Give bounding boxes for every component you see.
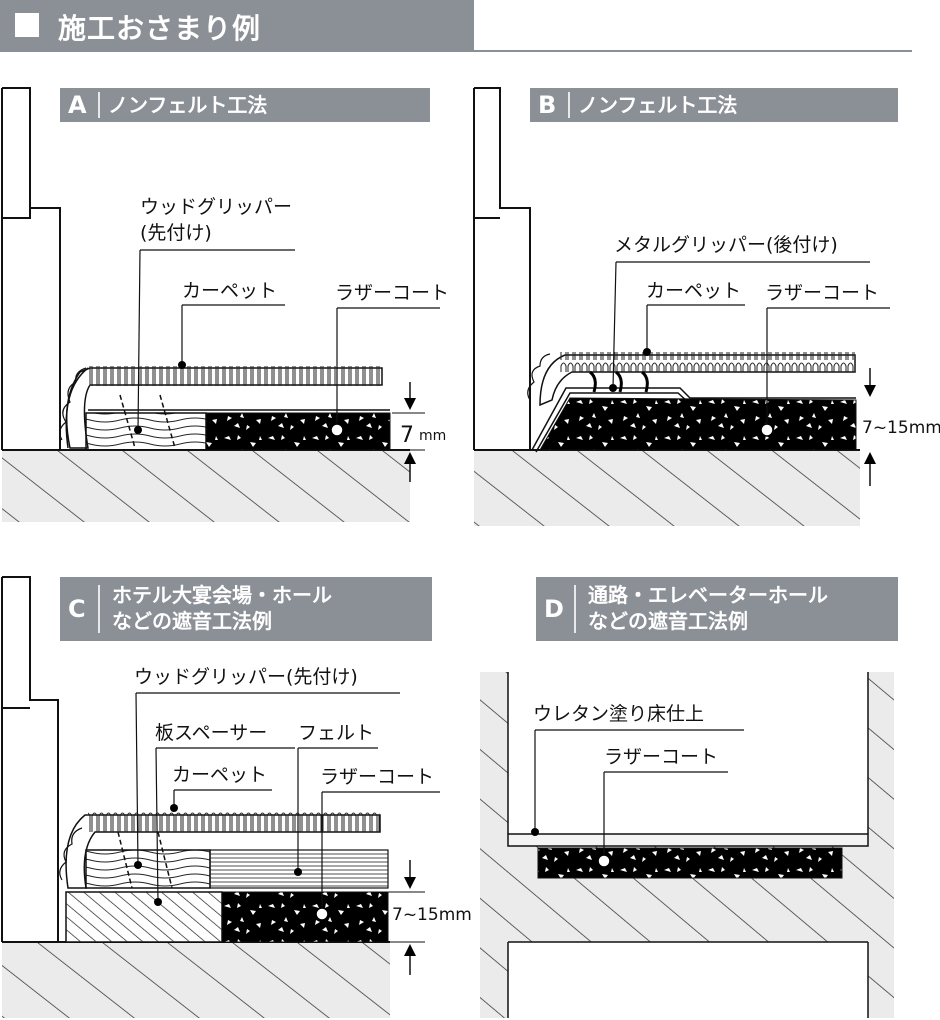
panel-a-wood-gripper-label: ウッドグリッパー	[140, 196, 293, 218]
panel-b-metal-gripper-label: メタルグリッパー(後付け)	[614, 234, 838, 256]
panel-c-carpet-label: カーペット	[172, 764, 268, 786]
panel-a-latex-label: ラザーコート	[335, 282, 450, 304]
panel-a-letter: A	[68, 91, 87, 119]
panel-b-dimension: 7~15mm	[862, 418, 940, 438]
panel-a-carpet-label: カーペット	[182, 280, 278, 302]
panel-c-latex-label: ラザーコート	[320, 766, 435, 788]
panel-b-header: B ノンフェルト工法	[530, 88, 898, 122]
panel-a-wood-gripper-sub-label: (先付け)	[140, 222, 212, 244]
panel-c-drawing	[1, 576, 440, 1018]
panel-b-drawing	[473, 87, 890, 526]
panel-c-separator	[98, 585, 100, 633]
panel-c-spacer-label: 板スペーサー	[155, 722, 268, 744]
panel-b-letter: B	[538, 91, 557, 119]
panel-c-wood-gripper-label: ウッドグリッパー(先付け)	[134, 666, 358, 688]
page-title: 施工おさまり例	[58, 12, 262, 45]
panel-c-letter: C	[68, 595, 86, 623]
panel-d-header: D 通路・エレベーターホール などの遮音工法例	[536, 577, 898, 641]
panel-d-letter: D	[544, 595, 564, 623]
title-underline	[0, 50, 912, 52]
panel-a-dimension-unit: mm	[419, 428, 447, 444]
panel-d-latex-label: ラザーコート	[604, 746, 719, 768]
panel-a-dimension-value: 7	[400, 423, 414, 448]
page-title-bar: 施工おさまり例	[0, 0, 474, 50]
panel-b-separator	[568, 92, 570, 118]
panel-d-title-line2: などの遮音工法例	[588, 609, 748, 633]
panel-c-title-line1: ホテル大宴会場・ホール	[112, 583, 332, 607]
panel-d-separator	[574, 585, 576, 633]
panel-c-dimension: 7~15mm	[392, 905, 472, 925]
panel-d-urethane-label: ウレタン塗り床仕上	[533, 703, 705, 725]
panel-a-header: A ノンフェルト工法	[60, 88, 430, 122]
panel-c-felt-label: フェルト	[298, 722, 375, 744]
panel-b-carpet-label: カーペット	[646, 280, 742, 302]
panel-b-latex-label: ラザーコート	[765, 282, 880, 304]
panel-a-drawing	[1, 87, 440, 522]
panel-a-separator	[98, 92, 100, 118]
panel-d-drawing	[480, 672, 894, 1018]
panel-a-title: ノンフェルト工法	[108, 93, 268, 117]
panel-c-header: C ホテル大宴会場・ホール などの遮音工法例	[60, 577, 432, 641]
panel-c-title-line2: などの遮音工法例	[112, 609, 272, 633]
title-square-icon	[15, 13, 39, 37]
panel-d-title-line1: 通路・エレベーターホール	[588, 583, 828, 607]
panel-b-title: ノンフェルト工法	[578, 93, 738, 117]
